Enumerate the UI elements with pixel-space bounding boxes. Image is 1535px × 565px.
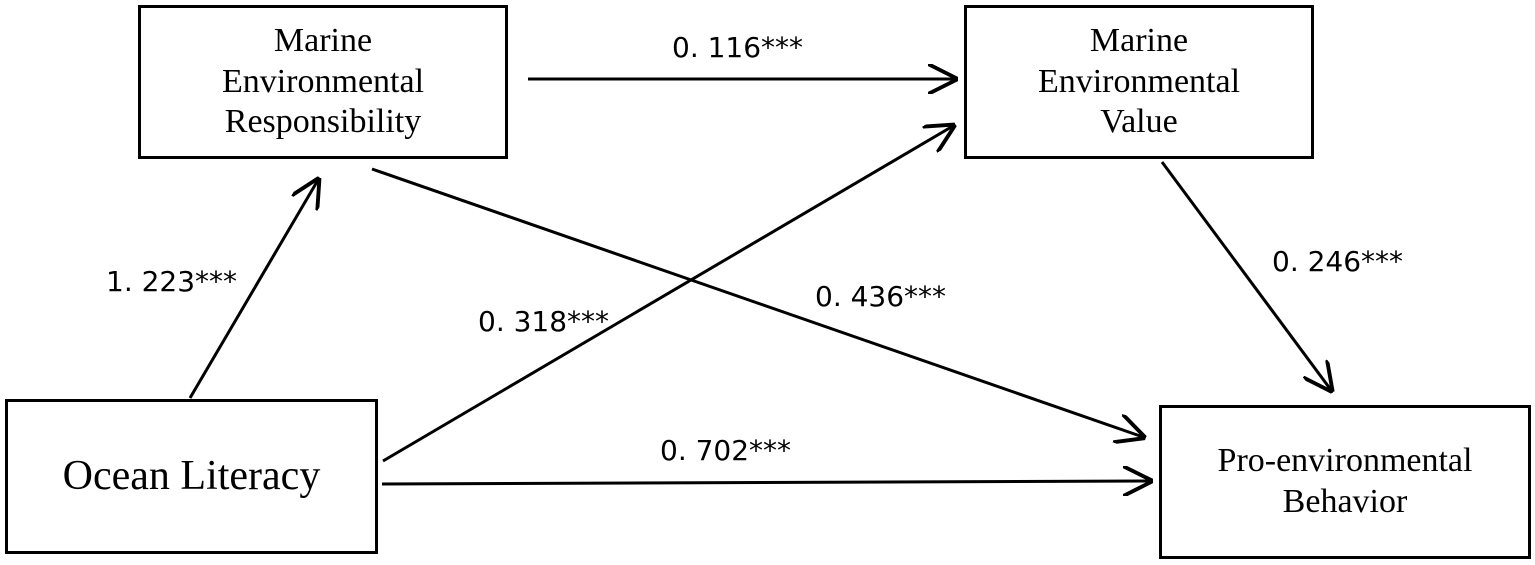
coef-ol-to-peb: 0. 702*** — [660, 434, 792, 467]
node-label: Marine Environmental Responsibility — [221, 21, 425, 141]
arrow-ol-to-peb — [381, 481, 1150, 484]
node-marine-environmental-value: Marine Environmental Value — [964, 5, 1314, 159]
coef-ol-to-mev: 0. 318*** — [478, 305, 610, 338]
arrow-mer-to-peb — [371, 167, 1143, 437]
coef-mer-to-peb: 0. 436*** — [815, 280, 947, 313]
coef-mer-to-mev: 0. 116*** — [672, 31, 804, 64]
node-label: Pro-environmental Behavior — [1217, 442, 1473, 520]
arrow-ol-to-mer — [188, 180, 318, 399]
node-pro-environmental-behavior: Pro-environmental Behavior — [1159, 405, 1531, 559]
arrow-ol-to-mev — [382, 126, 953, 463]
node-label: Marine Environmental Value — [1037, 21, 1241, 141]
arrow-mev-to-peb — [1160, 161, 1331, 390]
node-marine-environmental-responsibility: Marine Environmental Responsibility — [138, 5, 508, 159]
coef-mev-to-peb: 0. 246*** — [1272, 245, 1404, 278]
node-ocean-literacy: Ocean Literacy — [5, 399, 378, 554]
node-label: Ocean Literacy — [62, 453, 321, 500]
coef-ol-to-mer: 1. 223*** — [106, 265, 238, 298]
